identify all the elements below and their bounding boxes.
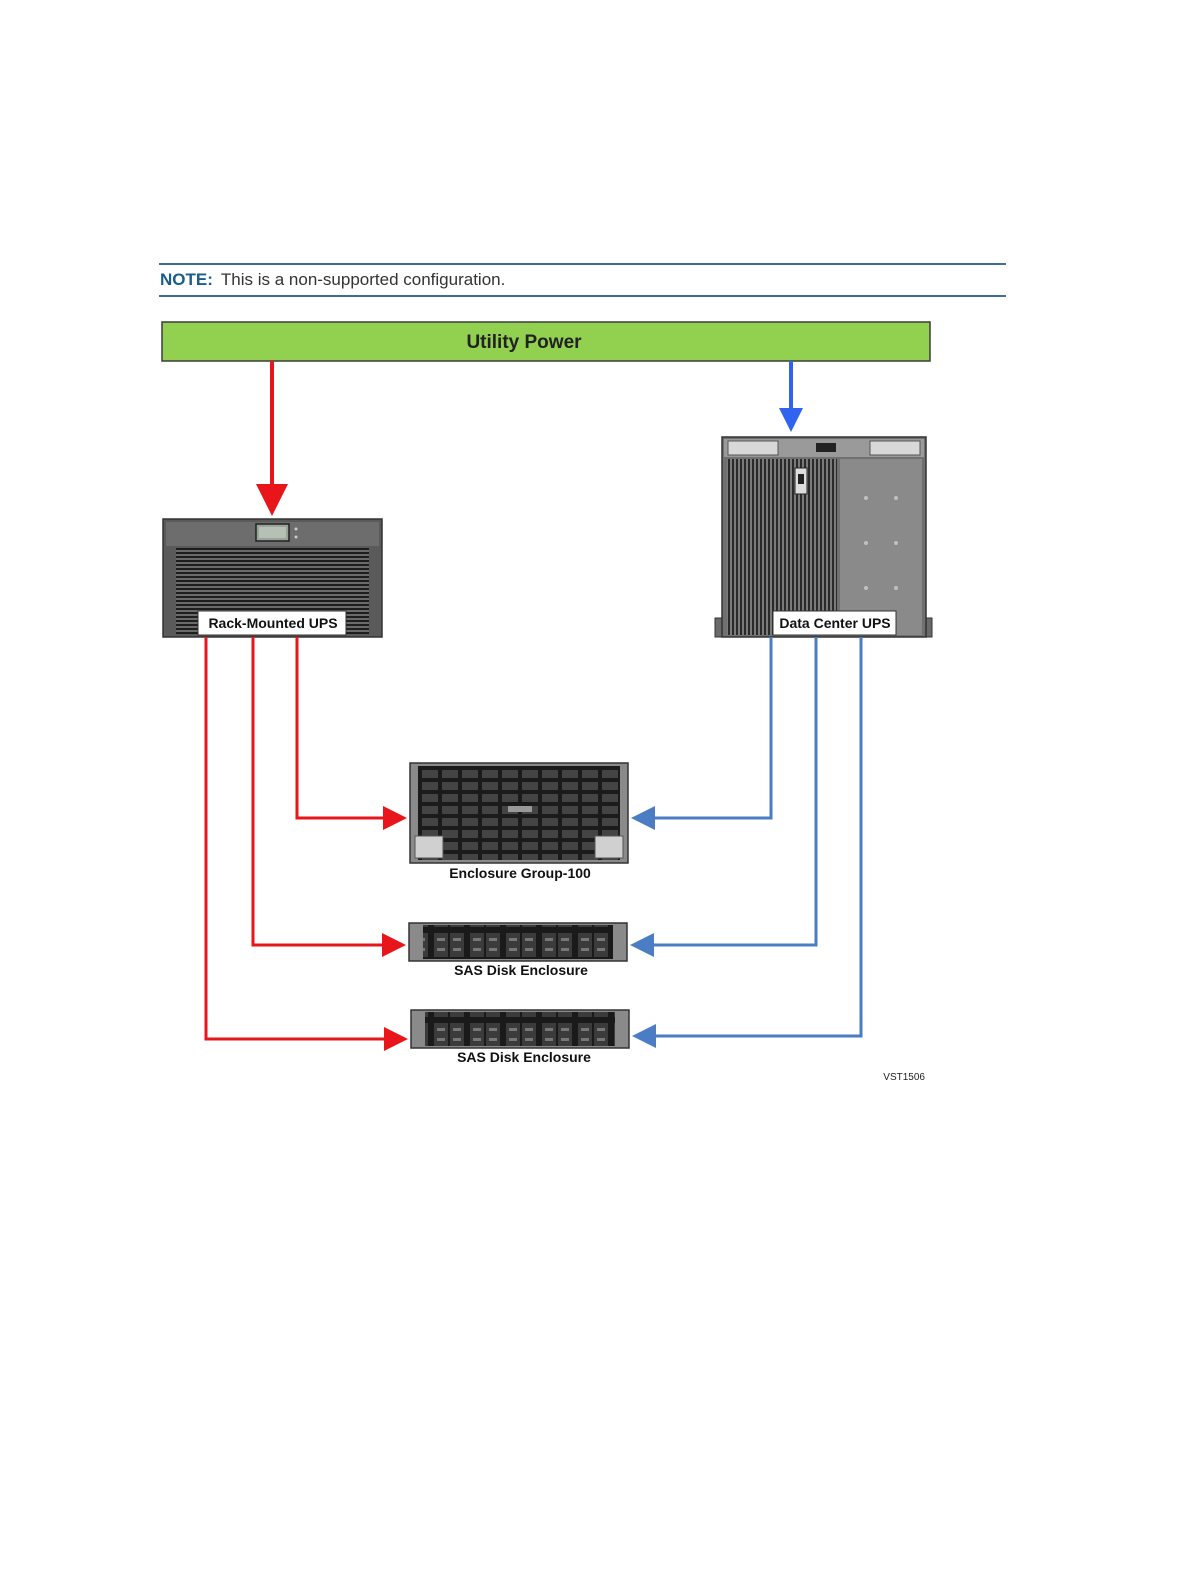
rack-ups-label: Rack-Mounted UPS: [208, 615, 337, 631]
data-center-ups: Data Center UPS: [715, 437, 932, 637]
sas-enclosure-1-label: SAS Disk Enclosure: [454, 962, 588, 978]
sas-disk-enclosure-1: SAS Disk Enclosure: [409, 923, 627, 978]
sas-disk-enclosure-2: SAS Disk Enclosure: [411, 1010, 629, 1065]
utility-power-bar: Utility Power: [162, 322, 930, 361]
sas-enclosure-2-label: SAS Disk Enclosure: [457, 1049, 591, 1065]
rack-ups-to-sas-1-feed: [253, 637, 403, 945]
rack-ups-to-enclosure-group-feed: [297, 637, 404, 818]
datacenter-ups-to-sas-1-feed: [633, 637, 816, 945]
datacenter-ups-to-enclosure-group-feed: [634, 637, 771, 818]
enclosure-group-100: Enclosure Group-100: [410, 763, 628, 881]
utility-power-label: Utility Power: [466, 332, 582, 353]
datacenter-ups-label: Data Center UPS: [779, 615, 890, 631]
rack-ups-to-sas-2-feed: [206, 637, 405, 1039]
datacenter-ups-to-sas-2-feed: [635, 637, 861, 1036]
rack-mounted-ups: Rack-Mounted UPS: [163, 519, 382, 637]
enclosure-group-label: Enclosure Group-100: [449, 865, 591, 881]
figure-id: VST1506: [883, 1072, 925, 1083]
